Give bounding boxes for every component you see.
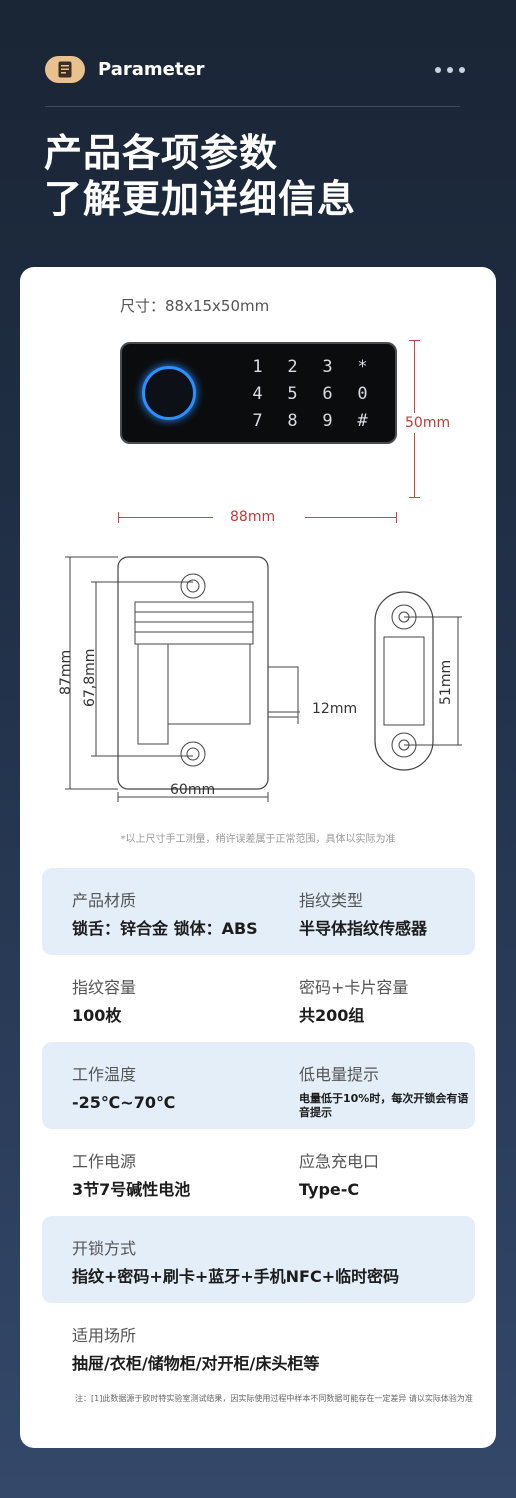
more-options-icon[interactable]: [435, 60, 465, 80]
key: 0: [357, 383, 368, 404]
inner-height-label: 67,8mm: [82, 648, 98, 707]
param-value: -25℃~70℃: [72, 1093, 176, 1112]
header-divider: [45, 106, 460, 107]
key: 8: [287, 410, 298, 431]
keypad-product-image: 1 2 3 * 4 5 6 0 7 8 9 #: [120, 342, 397, 444]
param-cell: 工作温度 -25℃~70℃: [72, 1064, 272, 1114]
param-label: 低电量提示: [299, 1065, 380, 1084]
param-label: 产品材质: [72, 891, 137, 910]
data-source-footnote: 注：[1]此数据源于欧时特实验室测试结果，因实际使用过程中样本不同数据可能存在一…: [75, 1394, 473, 1403]
param-row: 产品材质 锁舌：锌合金 锁体：ABS 指纹类型 半导体指纹传感器: [42, 868, 475, 955]
param-value: 半导体指纹传感器: [299, 919, 428, 938]
key: 3: [322, 357, 333, 378]
key: 6: [322, 383, 333, 404]
param-value: 100枚: [72, 1006, 122, 1025]
parameter-list: 产品材质 锁舌：锌合金 锁体：ABS 指纹类型 半导体指纹传感器 指纹容量 10…: [42, 868, 475, 1390]
width-dimension-label: 88mm: [230, 509, 276, 525]
param-label: 指纹类型: [299, 891, 364, 910]
document-icon: [45, 56, 85, 83]
section-title: Parameter: [98, 59, 205, 80]
base-width-label: 60mm: [170, 782, 216, 798]
param-row: 工作温度 -25℃~70℃ 低电量提示 电量低于10%时，每次开锁会有语音提示: [42, 1042, 475, 1129]
param-row: 工作电源 3节7号碱性电池 应急充电口 Type-C: [42, 1129, 475, 1216]
param-cell: 密码+卡片容量 共200组: [299, 977, 469, 1027]
section-header: Parameter: [45, 56, 465, 86]
param-label: 开锁方式: [72, 1239, 137, 1258]
key: 2: [287, 357, 298, 378]
bolt-length-label: 12mm: [312, 701, 358, 717]
param-value: 指纹+密码+刷卡+蓝牙+手机NFC+临时密码: [72, 1267, 400, 1286]
height-dimension-label: 50mm: [405, 413, 451, 433]
param-value: 电量低于10%时，每次开锁会有语音提示: [299, 1092, 469, 1119]
key: 4: [252, 383, 263, 404]
parameter-card: 尺寸：88x15x50mm 1 2 3 * 4 5 6 0 7 8 9 # 50…: [20, 267, 496, 1448]
param-label: 指纹容量: [72, 978, 137, 997]
param-cell: 产品材质 锁舌：锌合金 锁体：ABS: [72, 890, 272, 940]
key: 5: [287, 383, 298, 404]
param-value: 锁舌：锌合金 锁体：ABS: [72, 919, 258, 938]
param-label: 工作电源: [72, 1152, 137, 1171]
lock-side-drawing: [374, 591, 462, 771]
param-value: 3节7号碱性电池: [72, 1180, 191, 1199]
param-cell: 开锁方式 指纹+密码+刷卡+蓝牙+手机NFC+临时密码: [72, 1238, 452, 1288]
hero-line-1: 产品各项参数: [44, 131, 279, 175]
outer-height-label: 87mm: [58, 649, 74, 695]
key: 1: [252, 357, 263, 378]
hero-line-2: 了解更加详细信息: [44, 177, 357, 221]
hero-heading: 产品各项参数 了解更加详细信息: [44, 130, 356, 222]
param-value: 抽屉/衣柜/储物柜/对开柜/床头柜等: [72, 1354, 320, 1373]
width-dimension-tick-right: [396, 512, 397, 523]
param-cell: 指纹类型 半导体指纹传感器: [299, 890, 469, 940]
key: 9: [322, 410, 333, 431]
param-cell: 适用场所 抽屉/衣柜/储物柜/对开柜/床头柜等: [72, 1325, 452, 1375]
param-cell: 应急充电口 Type-C: [299, 1151, 469, 1201]
key: *: [357, 357, 368, 378]
param-value: Type-C: [299, 1180, 360, 1199]
param-label: 适用场所: [72, 1326, 137, 1345]
fingerprint-sensor-icon: [142, 366, 196, 420]
width-dimension-tick-left: [118, 512, 119, 523]
size-label: 尺寸：88x15x50mm: [120, 297, 270, 315]
keypad-keys: 1 2 3 * 4 5 6 0 7 8 9 #: [240, 354, 380, 434]
param-label: 应急充电口: [299, 1152, 380, 1171]
height-dimension-tick-top: [409, 340, 420, 341]
key: 7: [252, 410, 263, 431]
measurement-note: *以上尺寸手工测量，稍许误差属于正常范围，具体以实际为准: [120, 834, 396, 845]
param-cell: 工作电源 3节7号碱性电池: [72, 1151, 272, 1201]
lock-technical-drawing: [65, 556, 300, 802]
width-dimension-line-right: [305, 517, 397, 518]
param-row: 开锁方式 指纹+密码+刷卡+蓝牙+手机NFC+临时密码: [42, 1216, 475, 1303]
side-height-label: 51mm: [438, 659, 454, 705]
param-row: 适用场所 抽屉/衣柜/储物柜/对开柜/床头柜等: [42, 1303, 475, 1390]
param-cell: 低电量提示 电量低于10%时，每次开锁会有语音提示: [299, 1064, 469, 1120]
width-dimension-line-left: [118, 517, 213, 518]
param-value: 共200组: [299, 1006, 365, 1025]
param-label: 工作温度: [72, 1065, 137, 1084]
height-dimension-tick-bottom: [409, 497, 420, 498]
param-cell: 指纹容量 100枚: [72, 977, 272, 1027]
key: #: [357, 410, 368, 431]
param-row: 指纹容量 100枚 密码+卡片容量 共200组: [42, 955, 475, 1042]
param-label: 密码+卡片容量: [299, 978, 409, 997]
